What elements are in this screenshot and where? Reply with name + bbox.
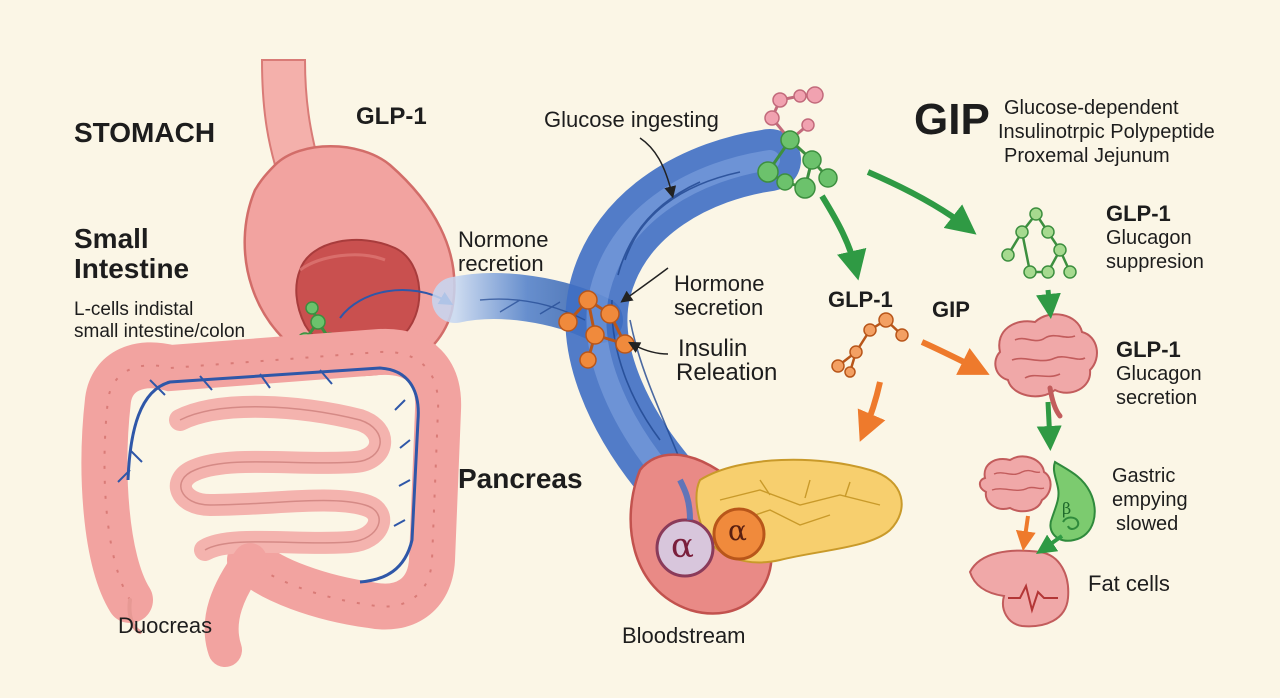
- normone-label-line1: Normone: [458, 227, 549, 252]
- normone-label-line2: recretion: [458, 251, 544, 276]
- lcells-label-line1: L-cells indistal: [74, 299, 194, 320]
- secretion-desc-line2: secretion: [1116, 387, 1198, 409]
- insulin-label-line1: Insulin: [678, 335, 748, 362]
- beta-symbol: β: [1062, 499, 1072, 518]
- pancreas-illustration: [629, 453, 903, 615]
- gastric-stomach-icon: [1049, 460, 1096, 542]
- hormone-label-line2: secretion: [674, 295, 764, 320]
- alpha-symbol-left: α: [671, 526, 694, 566]
- small-brain-icon: [978, 455, 1052, 513]
- gastric-label-line2: empying: [1112, 489, 1188, 511]
- bloodstream-label: Bloodstream: [622, 623, 746, 648]
- duocreas-label: Duocreas: [118, 613, 213, 638]
- suppression-desc-line1: Glucagon: [1106, 227, 1192, 249]
- alpha-cell-left: [655, 518, 715, 578]
- gip-mid-label: GIP: [932, 297, 970, 322]
- fat-cells-icon: [968, 549, 1070, 628]
- glp1-suppression-title: GLP-1: [1106, 201, 1171, 226]
- glp1-secretion-title: GLP-1: [1116, 337, 1181, 362]
- pancreas-label: Pancreas: [458, 463, 583, 494]
- insulin-molecule-cluster: [558, 290, 635, 369]
- gastric-label-line1: Gastric: [1112, 465, 1176, 487]
- glp1-mid-label: GLP-1: [828, 287, 893, 312]
- insulin-label-line2: Releation: [676, 359, 778, 386]
- lcells-label-line2: small intestine/colon: [74, 321, 246, 342]
- glp1-top-label: GLP-1: [356, 103, 427, 130]
- stomach-illustration: [243, 59, 456, 376]
- glucose-molecule-cluster: [757, 86, 838, 199]
- glp1-mid-molecule: [831, 312, 909, 378]
- glucose-ingesting-label: Glucose ingesting: [544, 107, 719, 132]
- fat-cells-label: Fat cells: [1088, 571, 1170, 596]
- hormone-label-line1: Hormone: [674, 271, 765, 296]
- glp1-suppression-molecule: [1001, 207, 1077, 279]
- alpha-symbol-right: α: [728, 514, 747, 547]
- small-intestine-label-line1: Small: [74, 223, 149, 254]
- secretion-desc-line1: Glucagon: [1116, 363, 1202, 385]
- alpha-cell-right: [712, 507, 766, 561]
- flow-arrows: [620, 137, 1064, 554]
- stomach-label: STOMACH: [74, 117, 216, 148]
- small-intestine-label-line2: Intestine: [74, 253, 190, 284]
- gip-desc-line2: Insulinotrpic Polypeptide: [998, 121, 1215, 143]
- gastric-label-line3: slowed: [1116, 513, 1179, 535]
- gip-title: GIP: [914, 95, 990, 144]
- gip-desc-line3: Proxemal Jejunum: [1004, 145, 1170, 167]
- suppression-desc-line2: suppresion: [1106, 251, 1204, 273]
- gip-desc-line1: Glucose-dependent: [1004, 97, 1179, 119]
- intestine-illustration: [81, 328, 462, 667]
- brain-icon: [994, 313, 1098, 419]
